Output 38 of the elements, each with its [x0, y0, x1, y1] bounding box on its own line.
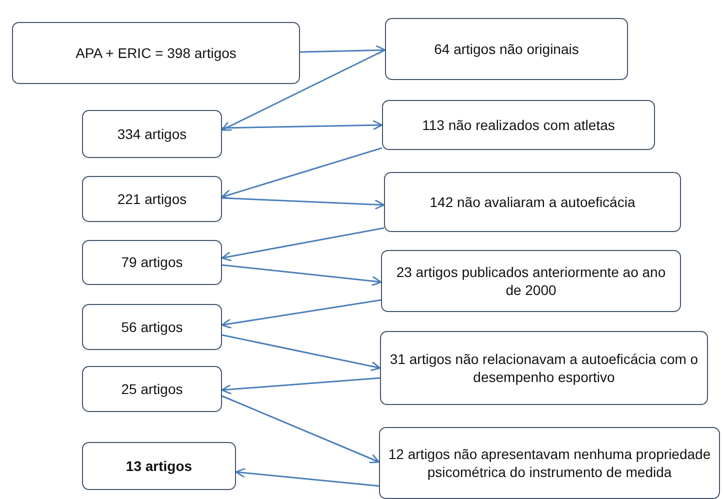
process-box [379, 427, 720, 499]
box-text: 31 artigos não relacionavam a autoeficácia com o desempenho esportivo [388, 350, 700, 386]
process-box [381, 250, 681, 312]
box-text: 113 não realizados com atletas [422, 116, 615, 134]
box-text: 13 artigos [126, 456, 192, 476]
box-text: 12 artigos não apresentavam nenhuma propriedade psicométrica do instrumento de medida [387, 444, 712, 482]
box-text: 79 artigos [121, 253, 183, 272]
arrow [222, 264, 382, 286]
box-text: 221 artigos [117, 190, 187, 208]
process-box [82, 366, 222, 412]
process-box [82, 176, 222, 222]
process-box [82, 110, 222, 158]
arrow [235, 468, 380, 487]
arrow [222, 197, 385, 210]
arrow [221, 227, 384, 262]
arrow [222, 395, 380, 464]
box-text: 142 não avaliaram a autoeficácia [430, 192, 636, 212]
arrow [221, 147, 382, 200]
process-box [82, 240, 222, 285]
box-text: 64 artigos não originais [434, 40, 579, 58]
process-box [82, 304, 222, 350]
box-text: 23 artigos publicados anteriormente ao ano de 2000 [395, 262, 667, 300]
arrow [221, 377, 380, 395]
arrow [300, 45, 386, 56]
process-box [384, 172, 681, 232]
box-text: 25 artigos [121, 380, 183, 398]
arrow [222, 334, 381, 372]
arrow [221, 299, 382, 329]
arrow [222, 120, 383, 130]
box-text: 334 artigos [117, 124, 187, 144]
process-box [382, 100, 655, 150]
box-text: APA + ERIC = 398 artigos [76, 44, 236, 62]
arrow [221, 49, 386, 131]
process-box [380, 331, 708, 405]
process-box [385, 18, 628, 80]
process-box [82, 442, 236, 490]
box-text: 56 artigos [121, 318, 183, 336]
process-box [12, 22, 300, 84]
